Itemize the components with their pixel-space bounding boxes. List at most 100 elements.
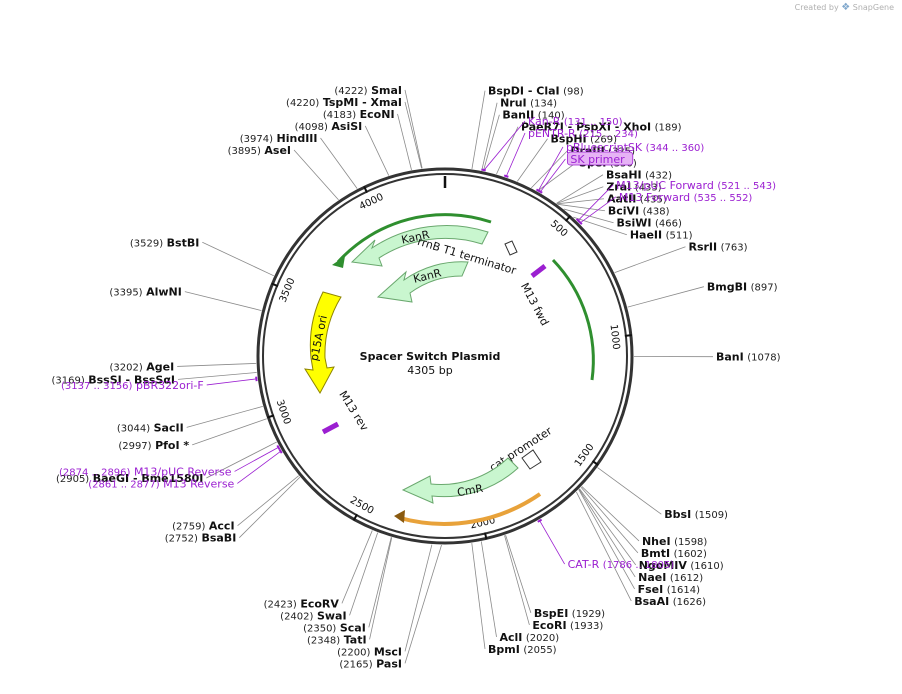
primer-m13-puc-reverse: (2874 .. 2896) M13/pUC Reverse — [59, 465, 232, 478]
primer-range: (3137 .. 3156) — [61, 381, 133, 392]
site-position: (2055) — [523, 645, 556, 656]
site-leader-line — [597, 467, 662, 515]
primer-range: (344 .. 360) — [646, 143, 705, 154]
site-name: BbsI — [664, 508, 691, 521]
primer-name: pBR322ori-F — [136, 379, 204, 392]
site-fsei: FseI (1614) — [638, 583, 700, 596]
site-leader-line — [341, 530, 373, 604]
site-name: AseI — [264, 144, 291, 157]
site-ecorv: (2423) EcoRV — [264, 597, 340, 610]
primer-site-mark — [481, 168, 486, 172]
site-position: (2759) — [172, 522, 205, 533]
site-leader-line — [531, 150, 568, 189]
m13-rev-label: M13 rev — [336, 389, 371, 434]
site-position: (2423) — [264, 599, 297, 610]
site-name: SacII — [154, 421, 184, 434]
site-leader-line — [364, 125, 390, 176]
primer-range: (131 .. 150) — [564, 117, 623, 128]
site-zrai: ZraI (433) — [606, 181, 661, 194]
site-name: PfoI * — [155, 439, 189, 452]
site-leader-line — [404, 101, 423, 169]
tick-label: 3500 — [278, 276, 298, 304]
site-leader-line — [237, 475, 299, 526]
site-bspei: BspEI (1929) — [534, 607, 605, 620]
site-name: ScaI — [340, 621, 366, 634]
site-position: (433) — [635, 183, 662, 194]
primer-leader-line — [538, 519, 565, 565]
site-hindiii: (3974) HindIII — [240, 132, 318, 145]
site-position: (4220) — [286, 98, 319, 109]
site-bsabi: (2752) BsaBI — [165, 532, 237, 545]
site-leader-line — [516, 138, 548, 182]
site-leader-line — [614, 246, 686, 273]
primer-m13-forward: M13 Forward (535 .. 552) — [619, 191, 753, 204]
p15a-ori-arrow — [304, 291, 342, 394]
site-leader-line — [320, 137, 358, 189]
site-leader-line — [496, 126, 519, 175]
site-leader-line — [177, 362, 257, 367]
site-name: SmaI — [371, 84, 402, 97]
site-position: (3529) — [130, 238, 163, 249]
primer-leader-line — [483, 120, 526, 172]
primer-labels: Kan-R (131 .. 150)pENTR-R (215 .. 234)pB… — [59, 115, 776, 571]
site-name: TspMI - XmaI — [323, 96, 402, 109]
primer-highlight-box — [566, 151, 634, 166]
site-ngomiv: NgoMIV (1610) — [639, 559, 724, 572]
site-bsiwi: BsiWI (466) — [617, 217, 682, 230]
site-name: PaeR7I - PspXI - XhoI — [521, 121, 651, 134]
site-name: NgoMIV — [639, 559, 688, 572]
site-bani: BanI (1078) — [716, 351, 781, 364]
site-msci: (2200) MscI — [337, 645, 402, 658]
site-position: (1929) — [572, 609, 605, 620]
primer-leader-line — [539, 158, 566, 193]
site-bspdi-clai: BspDI - ClaI (98) — [488, 85, 584, 98]
site-leader-line — [471, 90, 486, 169]
site-position: (4098) — [295, 122, 328, 133]
cat-promoter-glyph — [521, 449, 542, 470]
site-name: BssSI - BssSαI — [88, 373, 175, 386]
site-name: AccI — [209, 520, 235, 533]
primer-sk-primer: SK primer — [570, 153, 625, 166]
site-leader-line — [480, 541, 497, 637]
brand-prefix: Created by — [794, 3, 839, 12]
site-paer7i-pspxi-xhoi: PaeR7I - PspXI - XhoI (189) — [521, 121, 682, 134]
site-leader-line — [557, 203, 605, 212]
site-name: NruI — [500, 97, 527, 110]
site-name: BstBI — [167, 236, 200, 249]
primer-m13-reverse: (2861 .. 2877) M13 Reverse — [88, 477, 234, 490]
primer-pbr322ori-f: (3137 .. 3156) pBR322ori-F — [61, 379, 204, 392]
site-bpmi: BpmI (2055) — [488, 643, 557, 656]
site-position: (3974) — [240, 134, 273, 145]
site-position: (3044) — [117, 423, 150, 434]
kanr-outer-arc — [336, 213, 492, 264]
m13-rev-glyph — [321, 421, 340, 435]
site-position: (269) — [590, 135, 617, 146]
cmr-outer-arc — [399, 492, 542, 526]
site-scai: (2350) ScaI — [303, 621, 366, 634]
tick-mark — [483, 532, 488, 540]
tick-label: 500 — [548, 218, 570, 239]
site-asei: (3895) AseI — [228, 144, 291, 157]
site-econi: (4183) EcoNI — [323, 108, 395, 121]
site-name: BciVI — [608, 205, 639, 218]
site-tati: (2348) TatI — [307, 633, 367, 646]
site-agei: (3202) AgeI — [109, 360, 174, 373]
site-position: (4222) — [334, 86, 367, 97]
site-leader-line — [505, 534, 532, 614]
site-name: BpmI — [488, 643, 520, 656]
site-name: NheI — [642, 535, 671, 548]
site-baegi-bme1580i: (2905) BaeGI - Bme1580I — [56, 472, 203, 485]
site-leader-line — [557, 198, 604, 205]
site-position: (432) — [645, 171, 672, 182]
site-position: (2020) — [526, 633, 559, 644]
primer-name: SK primer — [570, 153, 625, 166]
site-position: (2997) — [118, 441, 151, 452]
site-position: (466) — [655, 219, 682, 230]
site-name: EcoRV — [300, 597, 339, 610]
primer-name: Kan-R — [528, 115, 561, 128]
cmr-arrow — [401, 457, 519, 504]
site-bbsi: BbsI (1509) — [664, 508, 728, 521]
site-name: HaeII — [630, 229, 662, 242]
primer-site-mark — [537, 518, 543, 523]
site-name: AgeI — [146, 360, 174, 373]
